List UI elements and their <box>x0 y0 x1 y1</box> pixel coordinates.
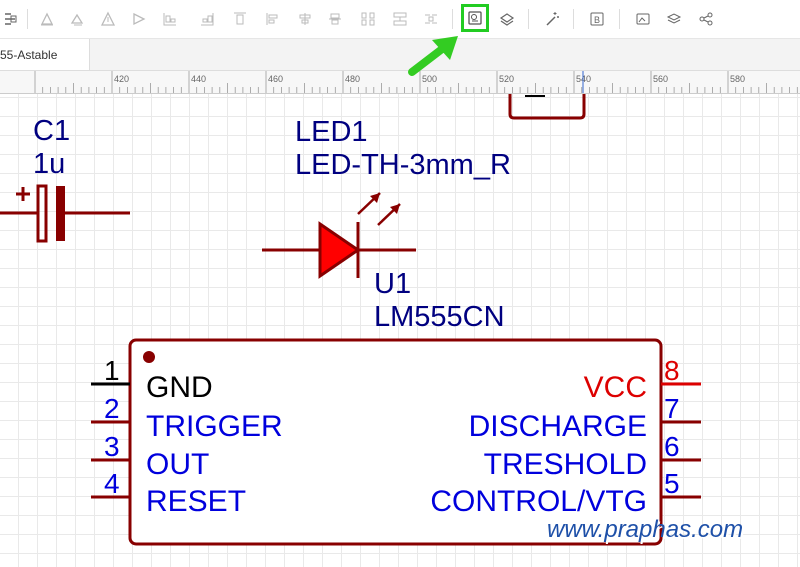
image-icon[interactable] <box>632 8 654 30</box>
align-left-icon[interactable] <box>0 8 22 30</box>
distribute-horizontal-icon[interactable] <box>196 8 218 30</box>
pin-4-name: RESET <box>146 485 246 518</box>
ruler-tick-label: 420 <box>114 74 129 84</box>
layers-icon[interactable] <box>663 8 685 30</box>
pin-2[interactable]: 2 TRIGGER <box>91 393 283 443</box>
pin-5-number: 5 <box>664 468 680 499</box>
ruler-tick-label: 540 <box>576 74 591 84</box>
pin-2-number: 2 <box>104 393 120 424</box>
watermark: www.praphas.com <box>547 516 743 543</box>
magic-wand-icon[interactable] <box>541 8 563 30</box>
partial-component-outline[interactable] <box>508 94 586 120</box>
pin-3[interactable]: 3 OUT <box>91 431 209 481</box>
flip-icon[interactable] <box>294 8 316 30</box>
schematic-canvas[interactable]: C1 1u LED1 LED-TH-3mm_R U1 LM555CN 1 GND <box>0 94 800 567</box>
equal-spacing-icon[interactable] <box>420 8 442 30</box>
u1-designator: U1 <box>374 268 411 300</box>
pin-1-number: 1 <box>104 355 120 386</box>
pin-5[interactable]: 5 CONTROL/VTG <box>430 468 701 518</box>
pin-3-name: OUT <box>146 448 209 481</box>
pin-2-name: TRIGGER <box>146 410 283 443</box>
align-bottom-icon[interactable] <box>159 8 181 30</box>
align-right-icon[interactable] <box>66 8 88 30</box>
c1-value: 1u <box>33 148 65 180</box>
horizontal-ruler: 420 440 460 480 500 520 540 560 580 <box>0 71 800 94</box>
led1-designator: LED1 <box>295 116 368 148</box>
center-vertical-icon[interactable] <box>324 8 346 30</box>
schematic-svg: C1 1u LED1 LED-TH-3mm_R U1 LM555CN 1 GND <box>0 94 745 546</box>
highlighted-net-icon[interactable] <box>461 4 489 32</box>
svg-text:B: B <box>594 15 600 25</box>
layer-up-icon[interactable] <box>496 8 518 30</box>
pin-1-name: GND <box>146 371 213 404</box>
pin-8-number: 8 <box>664 355 680 386</box>
align-center-icon[interactable] <box>36 8 58 30</box>
ruler-tick-label: 560 <box>653 74 668 84</box>
pin-6[interactable]: 6 TRESHOLD <box>484 431 701 481</box>
bom-icon[interactable]: B <box>586 8 608 30</box>
distribute-grid-icon[interactable] <box>357 8 379 30</box>
pin-4[interactable]: 4 RESET <box>91 468 246 518</box>
tab-bar: 55-Astable <box>0 39 800 71</box>
pin-4-number: 4 <box>104 468 120 499</box>
ruler-tick-label: 520 <box>499 74 514 84</box>
led1-value: LED-TH-3mm_R <box>295 149 511 181</box>
ic-u1-lm555[interactable] <box>128 338 663 546</box>
pin-8-name: VCC <box>584 371 647 404</box>
c1-designator: C1 <box>33 115 70 147</box>
u1-value: LM555CN <box>374 301 505 333</box>
distribute-rows-icon[interactable] <box>389 8 411 30</box>
pin-6-name: TRESHOLD <box>484 448 647 481</box>
pin-7[interactable]: 7 DISCHARGE <box>469 393 701 443</box>
pin-7-name: DISCHARGE <box>469 410 647 443</box>
ruler-tick-label: 580 <box>730 74 745 84</box>
pin-8[interactable]: 8 VCC <box>584 355 701 404</box>
ruler-svg: 420 440 460 480 500 520 540 560 580 <box>34 71 798 93</box>
tab-label: 55-Astable <box>0 48 58 62</box>
watermark-shadow: www.praphas.com <box>549 518 745 545</box>
toolbar: B <box>0 0 800 39</box>
pin-5-name: CONTROL/VTG <box>430 485 647 518</box>
distribute-vertical-icon[interactable] <box>229 8 251 30</box>
align-top-icon[interactable] <box>97 8 119 30</box>
capacitor-c1[interactable] <box>0 184 130 243</box>
led-led1[interactable] <box>262 192 416 279</box>
pin-1[interactable]: 1 GND <box>91 355 213 404</box>
ruler-tick-label: 460 <box>268 74 283 84</box>
ruler-tick-label: 500 <box>422 74 437 84</box>
share-icon[interactable] <box>695 8 717 30</box>
ruler-tick-label: 480 <box>345 74 360 84</box>
pin-6-number: 6 <box>664 431 680 462</box>
pin-7-number: 7 <box>664 393 680 424</box>
ruler-tick-label: 440 <box>191 74 206 84</box>
align-middle-icon[interactable] <box>128 8 150 30</box>
tab-55-astable[interactable]: 55-Astable <box>0 39 90 70</box>
rotate-icon[interactable] <box>262 8 284 30</box>
pin-3-number: 3 <box>104 431 120 462</box>
